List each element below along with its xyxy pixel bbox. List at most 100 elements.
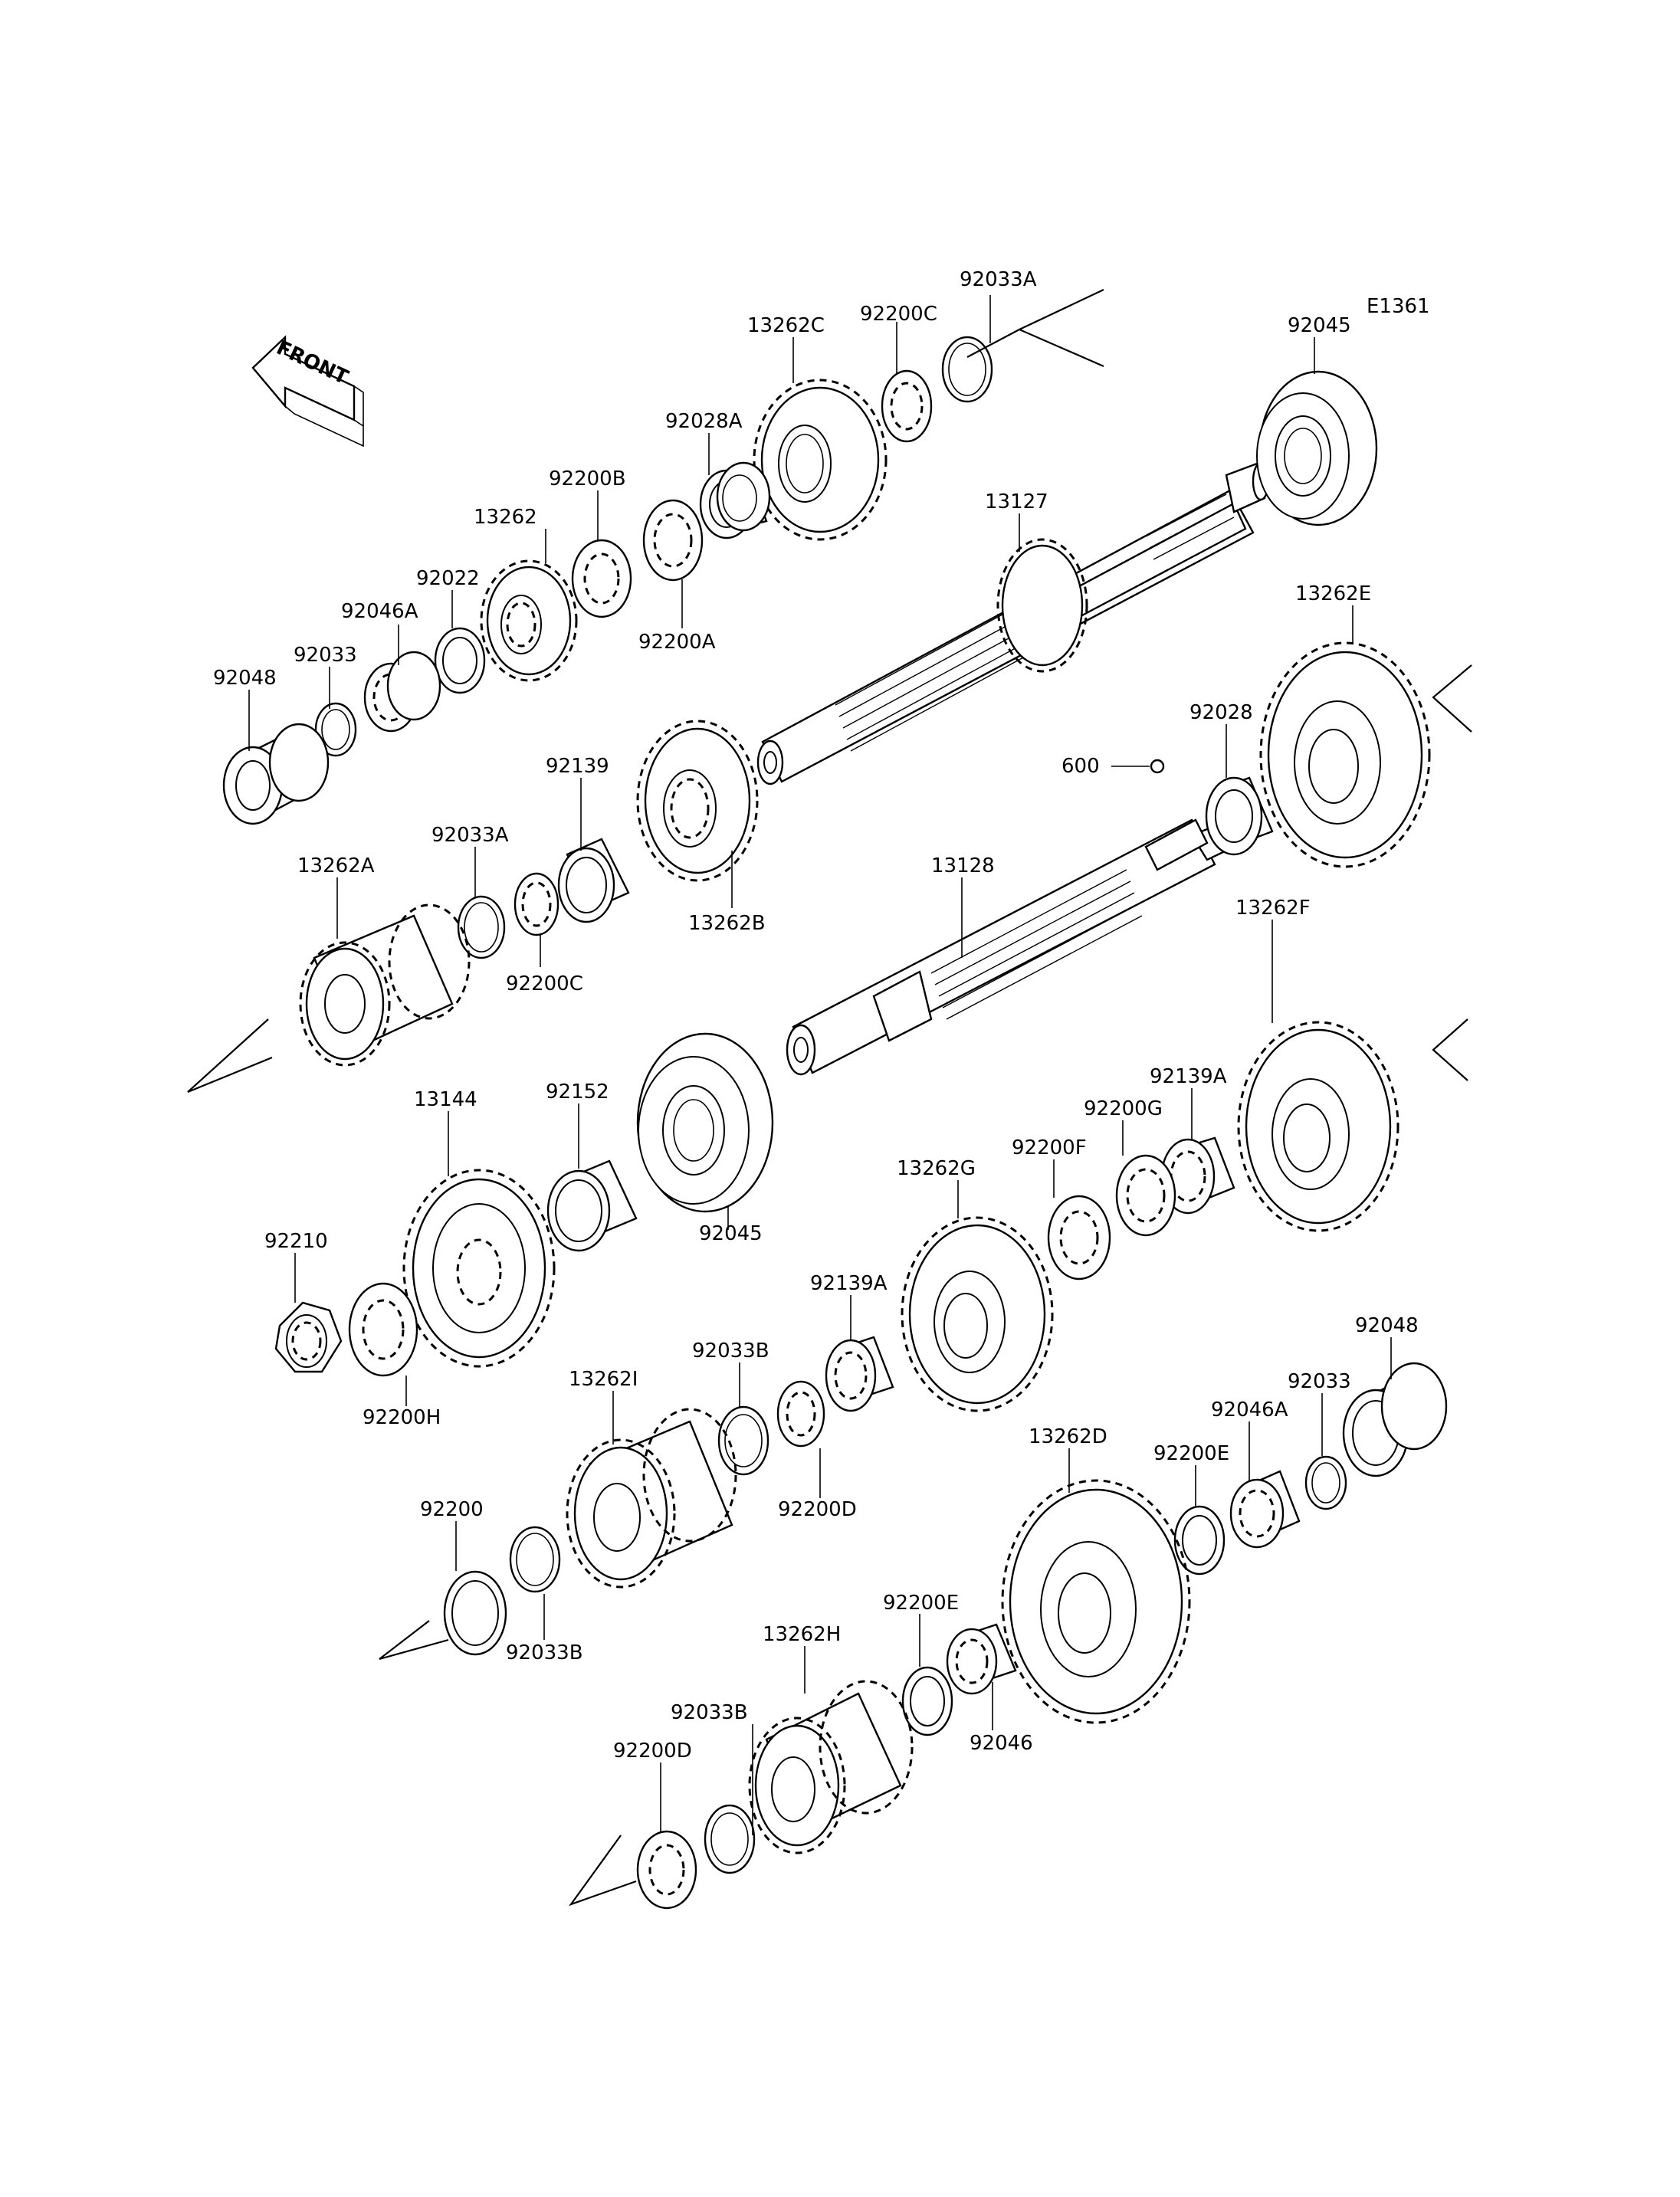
label-92200D-low: 92200D [613,1740,692,1763]
label-92033A-top: 92033A [960,268,1037,291]
label-13144: 13144 [414,1088,477,1111]
gear-13262H [748,1680,914,1854]
gear-13262D [1001,1479,1191,1724]
bearing-92046 [946,1623,1017,1695]
gear-13262C [753,379,888,541]
label-13262H: 13262H [763,1623,841,1646]
label-13262G: 13262G [897,1157,976,1180]
label-92139: 92139 [546,755,609,778]
label-13262: 13262 [474,506,537,529]
label-92048-low: 92048 [1355,1314,1419,1337]
shaft-13128 [786,818,1228,1076]
circlip-92033B-a [717,1405,769,1476]
bearing-92046A-low [1229,1470,1301,1549]
label-92139A-right: 92139A [1150,1065,1227,1088]
axis-markers [187,289,1472,1907]
bush-92152 [546,1159,638,1252]
circlip-92033-low [1304,1455,1347,1510]
label-13262I: 13262I [569,1368,638,1391]
collar-92048-top [222,723,330,825]
label-92028: 92028 [1189,701,1253,724]
label-92200D-mid: 92200D [778,1498,857,1521]
nut-92210 [274,1301,343,1373]
label-92200F: 92200F [1012,1136,1087,1159]
gear-13262G [901,1216,1054,1412]
part-labels: 92033A 92200C 13262C 92045 92028A 92200B… [213,268,1419,1763]
label-92048-top: 92048 [213,667,277,690]
gear-13262I [566,1408,737,1589]
label-13262B: 13262B [688,912,766,935]
washer-92200D-low [636,1830,697,1910]
washer-92200B [571,539,632,618]
label-92200G: 92200G [1084,1097,1163,1120]
label-13262D: 13262D [1029,1425,1107,1448]
circlip-92033B-c [704,1804,756,1874]
label-13127: 13127 [985,490,1048,513]
washer-92200 [443,1570,507,1656]
gear-13262E [1259,641,1431,868]
label-92200H: 92200H [363,1406,441,1429]
label-92046A-low: 92046A [1211,1399,1288,1421]
label-92033B-a: 92033B [692,1340,769,1362]
washer-92200E-low [901,1666,953,1736]
bush-92139 [557,838,630,923]
label-92200E-low: 92200E [883,1592,959,1615]
label-13262F: 13262F [1235,897,1311,920]
washer-92200C-top [881,369,933,443]
bearing-92045-top [1256,370,1378,526]
label-92033B-b: 92033B [506,1641,583,1664]
diagram-code: E1361 [1367,295,1430,318]
label-92200: 92200 [420,1498,484,1521]
label-13262E: 13262E [1295,582,1371,605]
gear-13262F [1237,1021,1399,1232]
gear-13262A [299,903,471,1067]
label-92033A-mid: 92033A [431,824,509,847]
label-92200C-top: 92200C [860,303,937,326]
bearing-92046A-top [363,651,441,733]
front-direction-arrow: FRONT [251,335,364,448]
label-92033B-c: 92033B [671,1701,748,1724]
bearing-92028A [699,461,771,539]
washer-92200G [1115,1154,1176,1237]
washer-92022 [434,627,486,694]
circlip-92033B-b [509,1526,561,1593]
gear-13262B [636,720,759,882]
label-92139A-mid: 92139A [810,1272,888,1295]
label-92028A: 92028A [665,410,743,433]
label-92046: 92046 [970,1732,1033,1755]
label-92210: 92210 [264,1230,328,1253]
label-13262A: 13262A [297,854,375,877]
label-92152: 92152 [546,1080,609,1103]
bearing-92139A-mid [825,1336,894,1412]
circlip-92033A-top [941,336,993,403]
label-13262C: 13262C [747,314,825,337]
washer-92200H [348,1282,418,1377]
circlip-92033-top [314,702,357,757]
washer-92200D-mid [776,1380,825,1448]
label-92045-top: 92045 [1288,314,1351,337]
label-92200A: 92200A [638,631,716,654]
bearing-92045-mid [636,1032,774,1213]
label-92200B: 92200B [549,467,626,490]
washer-92200E-right [1173,1505,1226,1576]
label-13128: 13128 [931,854,995,877]
label-92033-low: 92033 [1288,1370,1351,1393]
label-92022: 92022 [416,567,480,590]
label-92045-mid: 92045 [699,1222,763,1245]
bush-92028 [1205,776,1274,856]
washer-92200F [1047,1195,1111,1280]
leader-lines [248,295,1392,1835]
label-600: 600 [1061,755,1100,778]
washer-92200C-mid [514,872,559,936]
gear-13262 [480,559,578,682]
label-92200E-right: 92200E [1153,1442,1229,1465]
label-92046A-top: 92046A [341,600,418,623]
label-92200C-mid: 92200C [506,972,583,995]
washer-92200A [642,499,704,582]
ball-600 [1150,759,1165,774]
label-92033-top: 92033 [294,644,357,667]
circlip-92033A-mid [457,895,506,959]
collar-92048-low [1342,1362,1448,1477]
sprocket-13144 [402,1169,556,1368]
